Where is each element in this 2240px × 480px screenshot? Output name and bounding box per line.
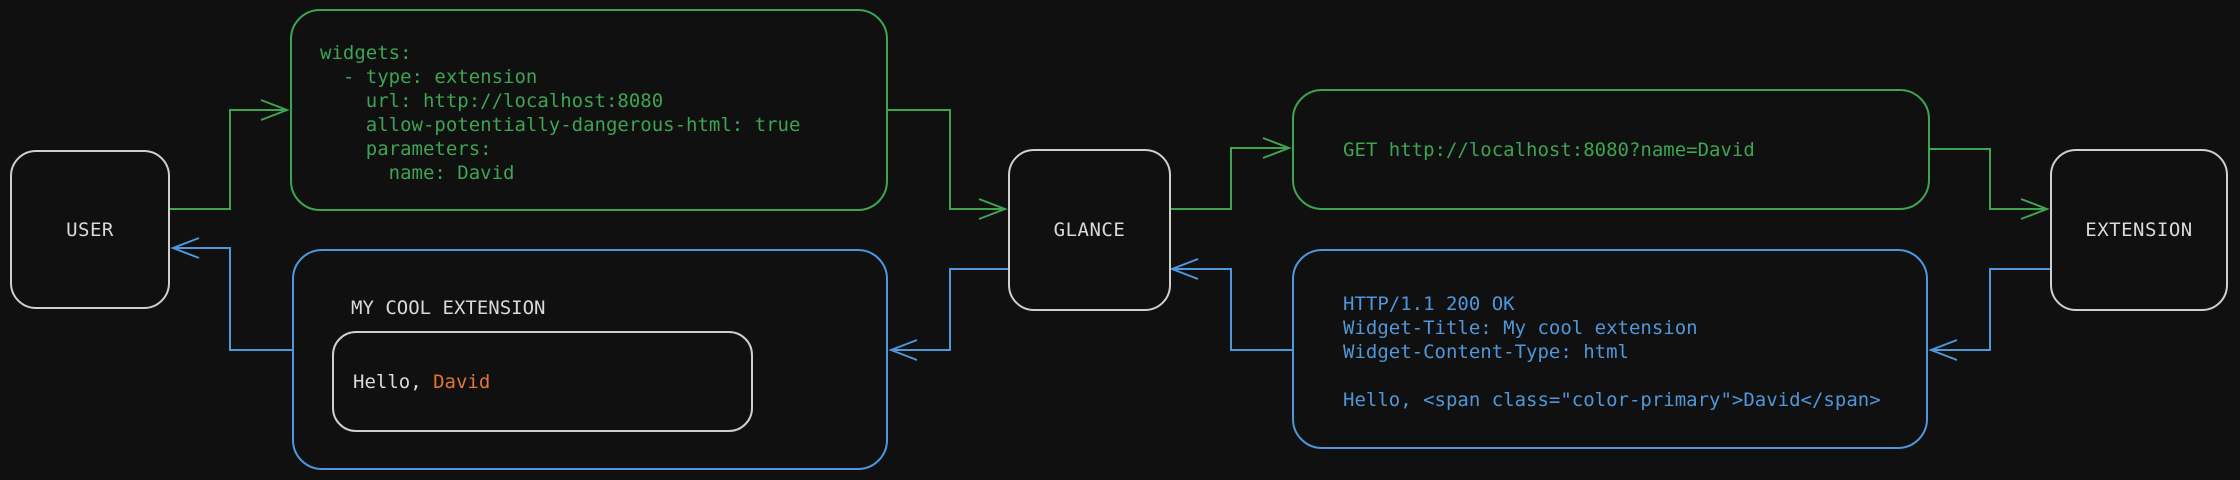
http-response-box: HTTP/1.1 200 OK Widget-Title: My cool ex… <box>1292 249 1928 449</box>
wire-glance-to-request <box>1169 137 1292 210</box>
wire-request-to-extension <box>1930 148 2050 220</box>
arrowhead-right-icon <box>2020 198 2050 220</box>
wire-user-to-config <box>170 99 290 210</box>
config-yaml-code: widgets: - type: extension url: http://l… <box>320 42 801 184</box>
arrowhead-right-icon <box>1262 137 1292 159</box>
http-request-box: GET http://localhost:8080?name=David <box>1292 89 1930 210</box>
config-yaml-box: widgets: - type: extension url: http://l… <box>290 9 888 211</box>
wire-response-to-glance <box>1169 258 1292 351</box>
wire-line <box>1169 147 1288 210</box>
arrowhead-right-icon <box>978 198 1008 220</box>
user-node: USER <box>10 150 170 309</box>
greeting-prefix: Hello, <box>353 370 434 393</box>
wire-line <box>170 109 286 210</box>
arrowhead-left-icon <box>1169 258 1199 280</box>
user-node-label: USER <box>66 218 114 241</box>
wire-glance-to-rendered <box>888 268 1008 361</box>
arrowhead-left-icon <box>170 237 200 259</box>
wire-config-to-glance <box>888 109 1008 220</box>
widget-content-frame: Hello, David <box>332 331 753 432</box>
http-request-code: GET http://localhost:8080?name=David <box>1343 138 1755 161</box>
wire-line <box>174 247 292 351</box>
wire-line <box>1930 148 2046 210</box>
greeting-name: David <box>433 370 491 393</box>
wire-line <box>892 268 1008 351</box>
glance-node: GLANCE <box>1008 149 1171 311</box>
http-response-code: HTTP/1.1 200 OK Widget-Title: My cool ex… <box>1343 293 1881 411</box>
widget-greeting-text: Hello, David <box>353 371 490 393</box>
wire-line <box>888 109 1004 210</box>
wire-line <box>1932 268 2050 351</box>
extension-node-label: EXTENSION <box>2085 219 2193 241</box>
rendered-widget-box: MY COOL EXTENSION Hello, David <box>292 249 888 470</box>
arrowhead-right-icon <box>260 99 290 121</box>
arrowhead-left-icon <box>888 339 918 361</box>
glance-node-label: GLANCE <box>1053 219 1126 241</box>
wire-extension-to-response <box>1928 268 2050 361</box>
wire-line <box>1173 268 1292 351</box>
arrowhead-left-icon <box>1928 339 1958 361</box>
wire-rendered-to-user <box>170 237 292 351</box>
extension-node: EXTENSION <box>2050 149 2228 311</box>
rendered-widget-title: MY COOL EXTENSION <box>351 297 546 319</box>
